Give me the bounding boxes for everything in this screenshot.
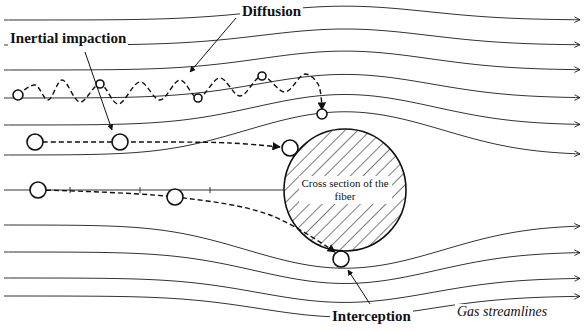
gas-streamline <box>4 74 580 98</box>
particle-path <box>35 142 280 147</box>
streamline-tick <box>70 187 71 193</box>
leader-line <box>190 18 236 72</box>
streamline-tick <box>210 187 211 193</box>
mechanism-label: Inertial impaction <box>8 30 128 47</box>
particle <box>194 94 202 102</box>
mechanism-label: Gas streamlines <box>455 304 549 319</box>
particle <box>317 109 327 119</box>
fiber-label: Cross section of the fiber <box>299 176 392 203</box>
mechanism-label: Interception <box>330 308 413 325</box>
particle <box>333 251 349 267</box>
fiber-cross-section: Cross section of the fiber <box>283 128 407 252</box>
gas-streamline <box>4 94 580 124</box>
particle-path <box>18 74 322 110</box>
particle <box>30 182 46 198</box>
gas-streamline <box>4 252 580 283</box>
gas-streamline <box>4 278 580 302</box>
particle <box>112 134 128 150</box>
streamline-tick <box>140 187 141 193</box>
particle <box>27 134 43 150</box>
mechanism-label: Diffusion <box>240 3 303 20</box>
particle <box>13 90 23 100</box>
particle <box>258 72 266 80</box>
fiber-circle <box>284 129 406 251</box>
particle <box>167 189 183 205</box>
leader-line <box>348 270 370 304</box>
leader-line <box>85 52 112 130</box>
gas-streamline <box>4 225 580 268</box>
